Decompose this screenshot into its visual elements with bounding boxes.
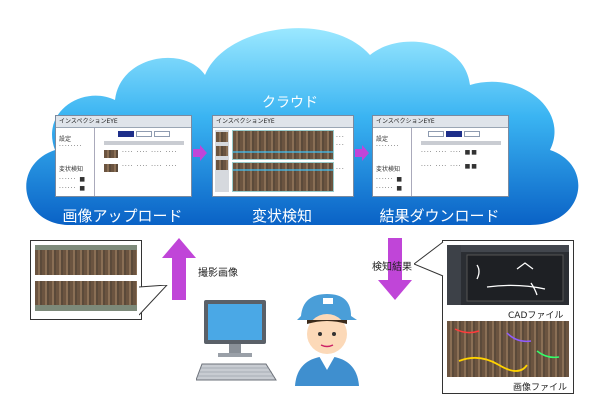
settings-values: ········ bbox=[59, 143, 83, 150]
callout-pointer bbox=[139, 285, 168, 316]
result-image bbox=[447, 321, 569, 377]
arrow-right-icon bbox=[355, 145, 369, 161]
result-values: ··· bbox=[336, 134, 345, 141]
computer-icon bbox=[196, 300, 277, 381]
inspector-person-icon bbox=[295, 294, 359, 386]
window-title: インスペクションEYE bbox=[213, 116, 353, 128]
cad-viewer bbox=[447, 245, 569, 305]
cad-drawing bbox=[447, 245, 569, 305]
detection-image bbox=[232, 130, 334, 160]
option-button[interactable] bbox=[154, 131, 170, 137]
arrow-right-icon bbox=[193, 145, 207, 161]
captured-image bbox=[35, 281, 137, 311]
cloud-title: クラウド bbox=[262, 95, 318, 111]
window-title: インスペクションEYE bbox=[56, 116, 191, 128]
option-button[interactable] bbox=[464, 131, 480, 137]
result-values: ··· bbox=[336, 166, 345, 173]
settings-label: 設定 bbox=[59, 136, 72, 143]
step-label-download: 結果ダウンロード bbox=[379, 207, 500, 225]
detect-values: ······ ■ bbox=[376, 185, 404, 192]
result-values: ··· bbox=[336, 142, 345, 149]
download-app-window: インスペクションEYE 設定 ········ 変状検知 ······ ■ ··… bbox=[372, 115, 509, 197]
window-title: インスペクションEYE bbox=[373, 116, 508, 128]
thumbnail-image bbox=[104, 150, 118, 158]
settings-values: ········ bbox=[376, 143, 400, 150]
thumbnail-image bbox=[216, 132, 228, 142]
detect-values: ······ ■ bbox=[59, 176, 87, 183]
detect-values: ······ ■ bbox=[59, 185, 87, 192]
detection-image bbox=[232, 162, 334, 192]
captured-image bbox=[35, 245, 137, 275]
window-sidebar: 設定 ········ 変状検知 ······ ■ ······ ■ bbox=[373, 128, 412, 196]
callout-pointer bbox=[414, 241, 444, 277]
upload-arrow-icon bbox=[162, 238, 196, 300]
cad-file-label: CADファイル bbox=[508, 311, 564, 321]
detect-label: 変状検知 bbox=[376, 166, 401, 173]
progress-bar bbox=[421, 141, 501, 145]
settings-label: 設定 bbox=[376, 136, 389, 143]
upload-arrow-label: 撮影画像 bbox=[198, 268, 238, 279]
detect-label: 変状検知 bbox=[59, 166, 84, 173]
download-arrow-label: 検知結果 bbox=[372, 262, 412, 273]
upload-button[interactable] bbox=[118, 131, 134, 137]
file-info: ···· ···· ···· ···· bbox=[122, 163, 178, 170]
step-label-detection: 変状検知 bbox=[251, 207, 312, 225]
thumbnail-image bbox=[216, 160, 228, 170]
image-file-label: 画像ファイル bbox=[513, 383, 568, 393]
captured-images-panel bbox=[30, 240, 142, 320]
option-button[interactable] bbox=[136, 131, 152, 137]
results-panel: CADファイル 画像ファイル bbox=[442, 240, 574, 394]
thumbnail-image bbox=[216, 146, 228, 156]
file-info: ···· ···· ···· ■■ bbox=[421, 149, 478, 156]
progress-bar bbox=[104, 141, 184, 145]
detect-values: ······ ■ bbox=[376, 176, 404, 183]
step-label-upload: 画像アップロード bbox=[62, 207, 183, 225]
window-sidebar: 設定 ········ 変状検知 ······ ■ ······ ■ bbox=[56, 128, 95, 196]
thumbnail-strip bbox=[215, 130, 229, 192]
option-button[interactable] bbox=[428, 131, 444, 137]
detection-app-window: インスペクションEYE ··· ··· ··· bbox=[212, 115, 354, 197]
file-info: ···· ···· ···· ···· bbox=[122, 149, 178, 156]
download-button[interactable] bbox=[446, 131, 462, 137]
thumbnail-image bbox=[104, 164, 118, 172]
upload-app-window: インスペクションEYE 設定 ········ 変状検知 ······ ■ ··… bbox=[55, 115, 192, 197]
file-info: ···· ···· ···· ■■ bbox=[421, 163, 478, 170]
download-arrow-icon bbox=[378, 238, 412, 300]
